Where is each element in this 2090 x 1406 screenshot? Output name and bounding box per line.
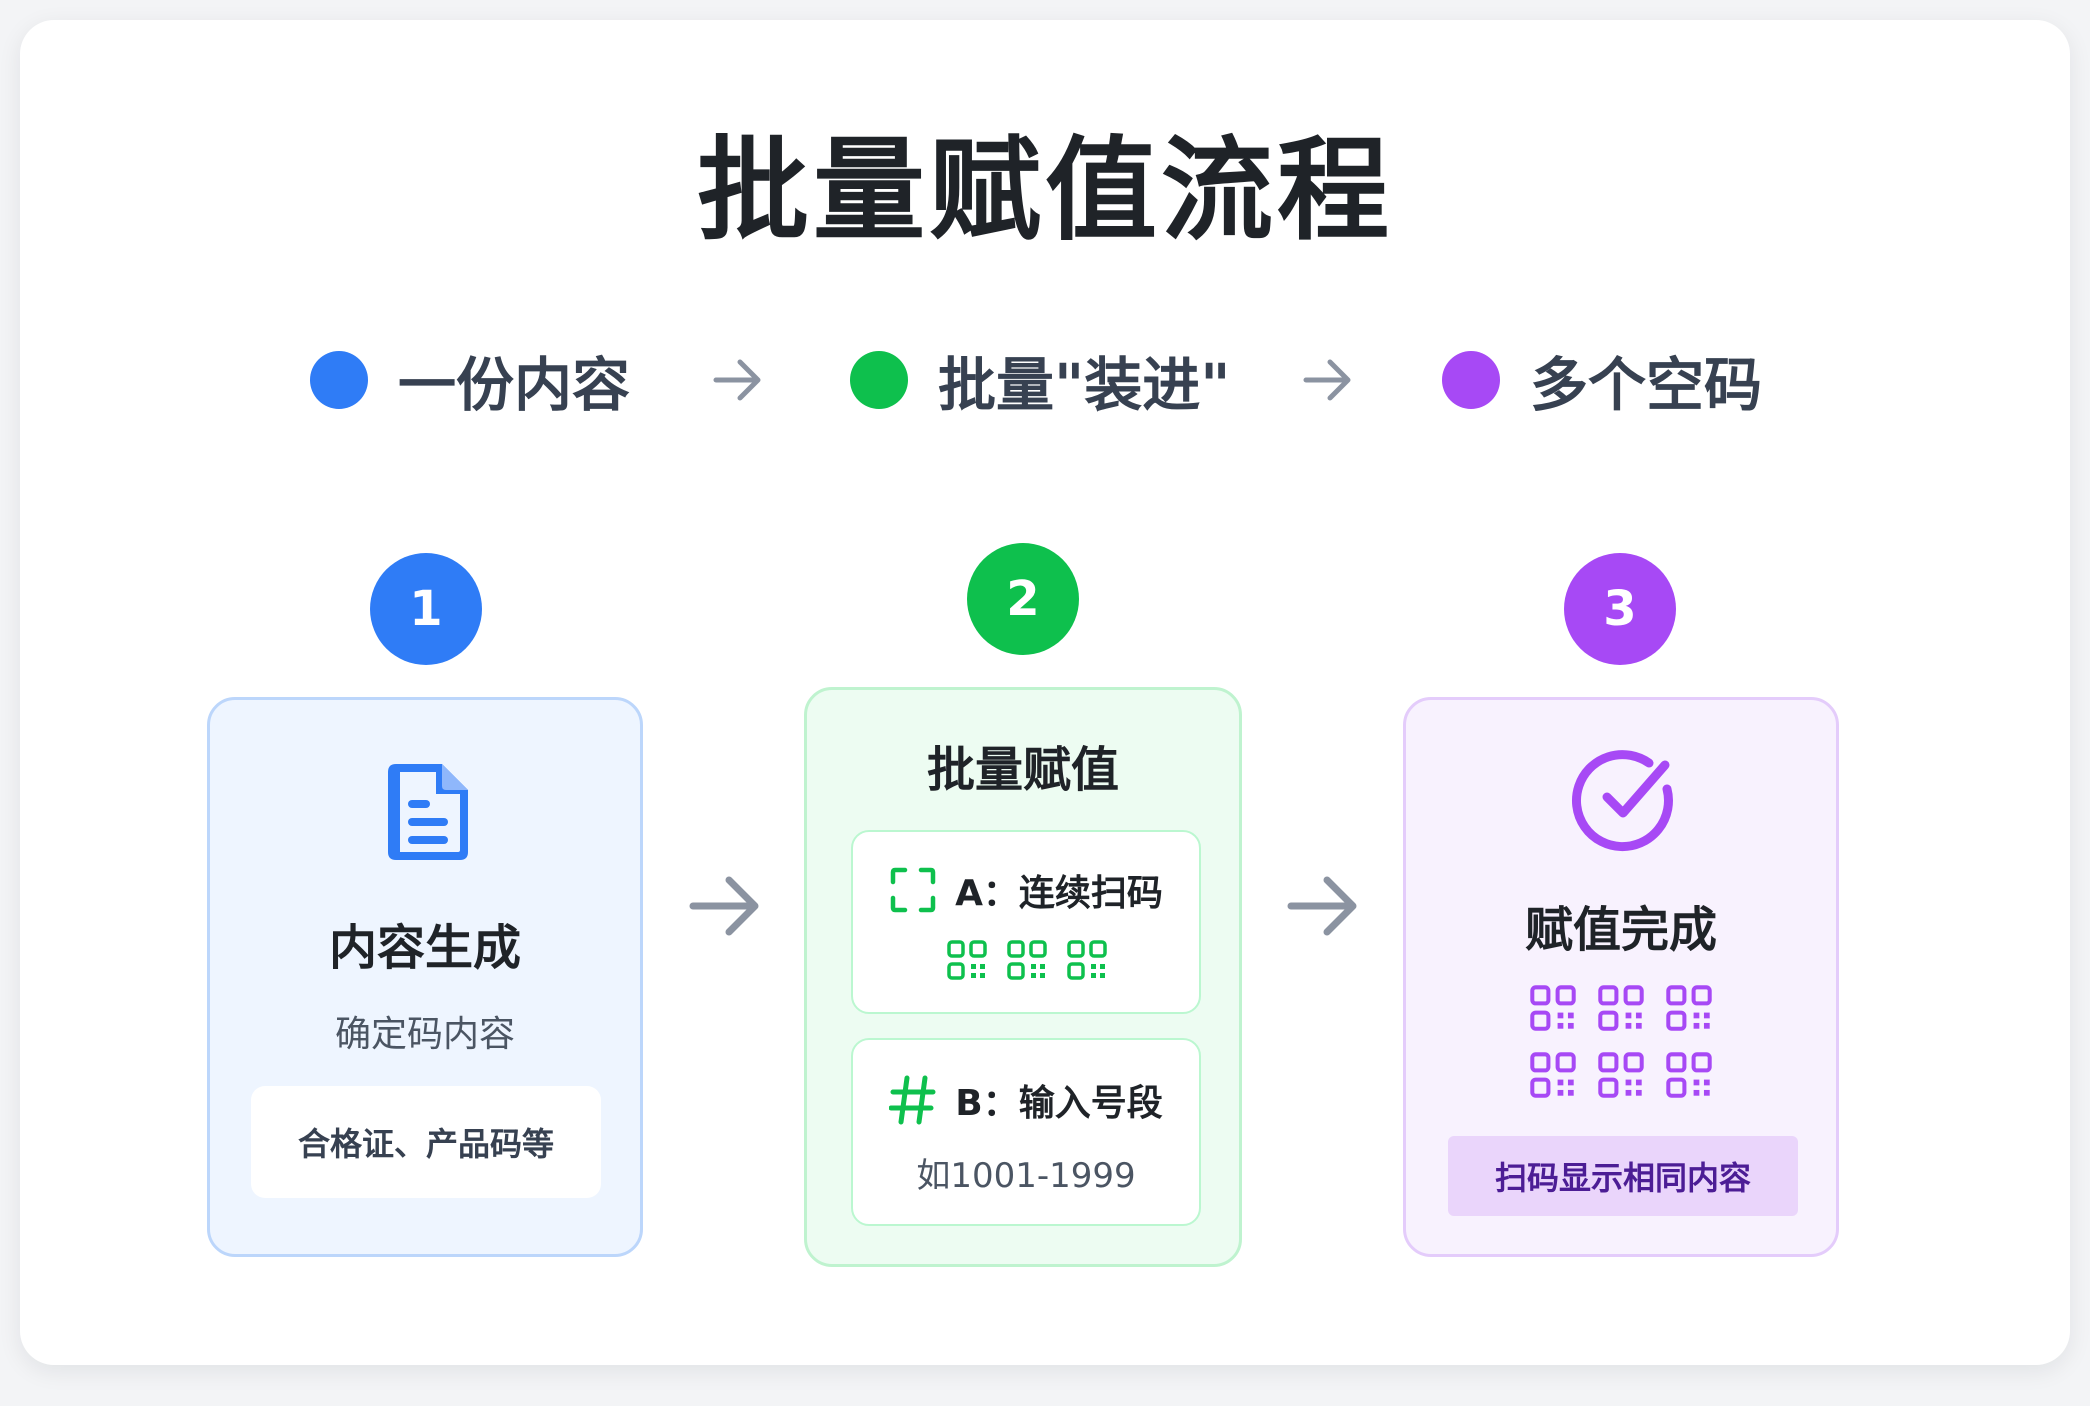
qr-code-row (947, 940, 1127, 980)
legend-label: 批量"装进" (938, 351, 1231, 419)
legend-label: 一份内容 (398, 351, 631, 419)
green-dot-icon (850, 351, 908, 409)
step-1-badge: 1 (370, 553, 482, 665)
qr-code-grid-row-1 (1530, 985, 1734, 1031)
qr-code-icon (1666, 985, 1712, 1031)
mode-a-label: A：连续扫码 (955, 873, 1163, 914)
step-3-title: 赋值完成 (1524, 902, 1717, 958)
page-title: 批量赋值流程 (697, 126, 1393, 256)
mode-b-range: 如1001-1999 (916, 1156, 1136, 1196)
document-icon (388, 764, 468, 860)
qr-code-icon (1666, 1052, 1712, 1098)
step-1-card: 内容生成 确定码内容 合格证、产品码等 (207, 697, 643, 1257)
step-1-subtitle: 确定码内容 (334, 1014, 515, 1055)
step-1-note: 合格证、产品码等 (251, 1086, 601, 1198)
legend-item-empty-codes: 多个空码 (1442, 340, 1762, 420)
mode-b-label: B：输入号段 (955, 1083, 1163, 1124)
legend-label: 多个空码 (1530, 351, 1763, 419)
arrow-right-icon (689, 876, 759, 936)
qr-code-icon (1598, 1052, 1644, 1098)
qr-code-icon (1530, 985, 1576, 1031)
legend: 一份内容 批量"装进" 多个空码 (0, 340, 2090, 420)
blue-dot-icon (310, 351, 368, 409)
step-1-title: 内容生成 (328, 920, 521, 976)
qr-code-icon (1530, 1052, 1576, 1098)
mode-a-box: A：连续扫码 (851, 830, 1201, 1014)
qr-code-icon (1067, 940, 1107, 980)
hash-icon (889, 1075, 936, 1125)
step-2-title: 批量赋值 (926, 742, 1119, 798)
step-2-badge: 2 (967, 543, 1079, 655)
scan-frame-icon (890, 867, 936, 913)
arrow-right-icon (713, 359, 761, 401)
qr-code-icon (947, 940, 987, 980)
arrow-right-icon (1287, 876, 1357, 936)
qr-code-grid-row-2 (1530, 1052, 1734, 1098)
step-3-badge: 3 (1564, 553, 1676, 665)
purple-dot-icon (1442, 351, 1500, 409)
legend-item-batch: 批量"装进" (850, 340, 1230, 420)
step-3-card: 赋值完成 (1403, 697, 1839, 1257)
qr-code-icon (1007, 940, 1047, 980)
result-label: 扫码显示相同内容 (1448, 1136, 1798, 1216)
qr-code-icon (1598, 985, 1644, 1031)
legend-item-content: 一份内容 (310, 340, 630, 420)
mode-b-box: B：输入号段 如1001-1999 (851, 1038, 1201, 1226)
arrow-right-icon (1303, 359, 1351, 401)
check-circle-icon (1571, 750, 1673, 852)
step-2-card: 批量赋值 A：连续扫码 (804, 687, 1242, 1267)
